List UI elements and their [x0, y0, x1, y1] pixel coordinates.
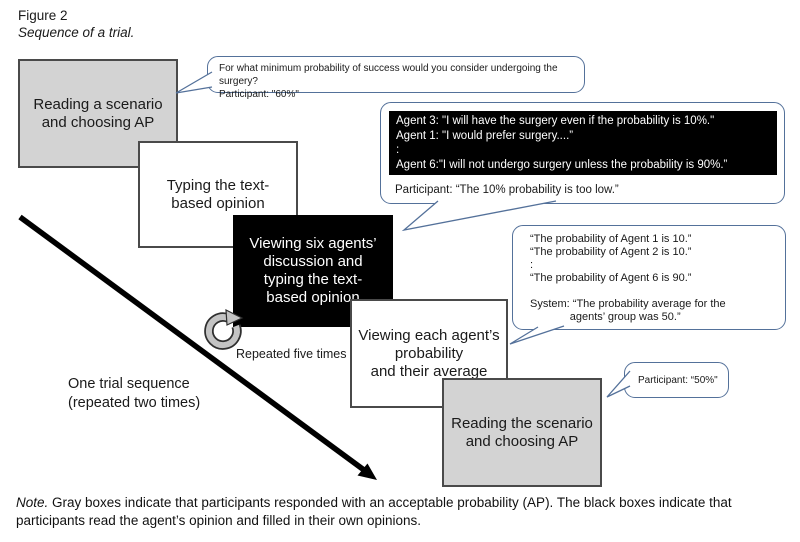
speech-bubble-text: Participant: “50%": [638, 374, 718, 386]
step-box-label: Typing the text- based opinion: [166, 176, 270, 212]
figure-caption: Sequence of a trial.: [18, 25, 135, 40]
speech-bubble-agent-probabilities: “The probability of Agent 1 is 10.” “The…: [512, 225, 786, 330]
speech-bubble-scenario-question: For what minimum probability of success …: [207, 56, 585, 100]
step-box-label: Reading the scenario and choosing AP: [451, 414, 593, 450]
step-box-reading-scenario-2: Reading the scenario and choosing AP: [442, 378, 602, 487]
step-box-label: Viewing six agents’ discussion and typin…: [249, 235, 377, 306]
one-trial-sequence-label: One trial sequence (repeated two times): [68, 376, 201, 411]
repeated-five-times-label: Repeated five times: [236, 347, 347, 361]
step-box-label: Viewing each agent’s probability and the…: [358, 326, 500, 380]
figure-label: Figure 2: [18, 8, 68, 23]
step-box-label: Reading a scenario and choosing AP: [33, 95, 163, 131]
speech-bubble-agents-discussion: Agent 3: "I will have the surgery even i…: [380, 102, 785, 204]
note-body: Gray boxes indicate that participants re…: [16, 495, 732, 528]
agents-discussion-black-panel: Agent 3: "I will have the surgery even i…: [389, 111, 777, 175]
note-lead: Note.: [16, 495, 49, 510]
speech-bubble-text: For what minimum probability of success …: [219, 63, 558, 100]
speech-bubble-text: “The probability of Agent 1 is 10.” “The…: [530, 233, 726, 323]
figure-note: Note. Gray boxes indicate that participa…: [16, 494, 782, 529]
step-box-reading-scenario-1: Reading a scenario and choosing AP: [18, 59, 178, 168]
participant-reply-text: Participant: “The 10% probability is too…: [395, 184, 619, 196]
speech-bubble-participant-50: Participant: “50%": [624, 362, 729, 398]
